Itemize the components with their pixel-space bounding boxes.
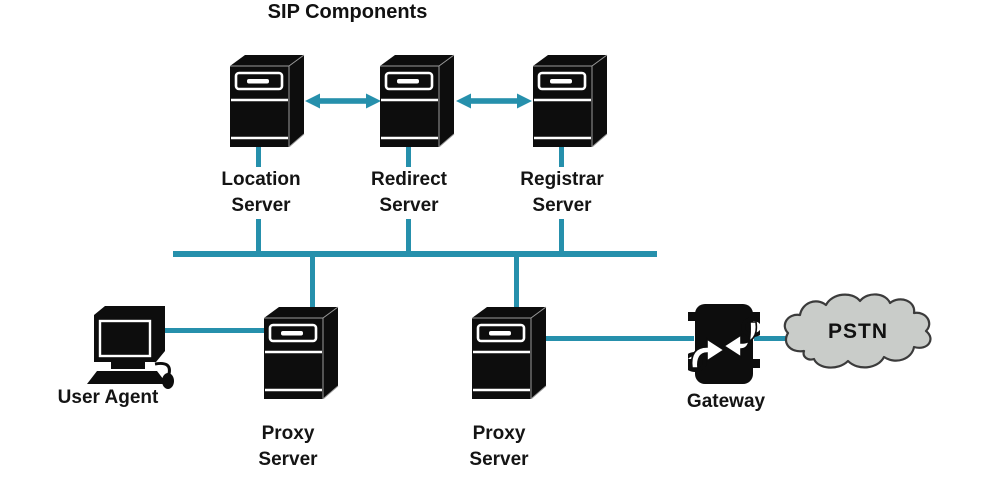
pstn-label: PSTN [827,320,888,343]
double-arrow-location-redirect-icon [304,92,382,110]
desktop-computer-icon [84,304,174,394]
connection-gateway-to-pstn [754,336,790,341]
connection-bus-to-proxy-left [310,251,315,309]
gateway-label: Gateway [686,391,766,412]
connection-bus-to-proxy-right [514,251,519,309]
proxy-server-right-icon [470,305,548,399]
location-server-icon [228,53,306,147]
diagram-title: SIP Components [267,1,428,23]
double-arrow-redirect-registrar-icon [455,92,533,110]
connection-proxy-right-to-gateway [538,336,694,341]
redirect-server-label: Redirect Server [365,167,453,219]
gateway-icon [688,302,760,388]
location-server-label: Location Server [216,167,306,219]
proxy-server-right-label: Proxy Server [469,423,529,470]
redirect-server-icon [378,53,456,147]
registrar-server-label: Registrar Server [515,167,609,219]
connection-user-agent-to-proxy-left [164,328,266,333]
proxy-server-left-label: Proxy Server [258,423,318,470]
registrar-server-icon [531,53,609,147]
network-bus-line [173,251,657,257]
proxy-server-left-icon [262,305,340,399]
user-agent-label: User Agent [57,387,159,408]
